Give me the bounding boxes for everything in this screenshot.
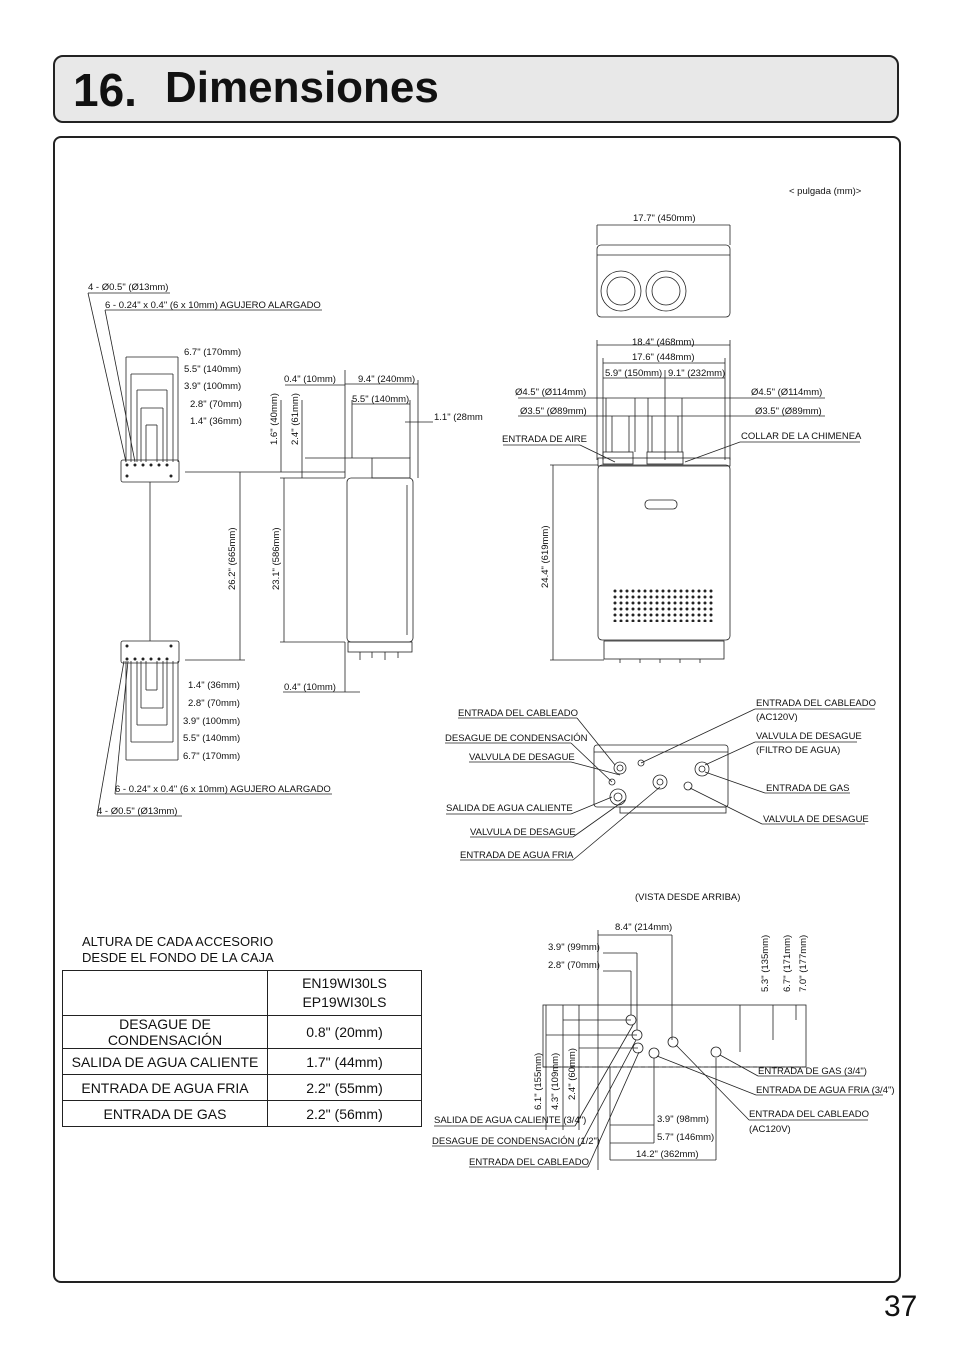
bv-left-2: DESAGUE DE CONDENSACIÓN <box>445 733 588 744</box>
front-top-width: 17.7" (450mm) <box>633 213 696 224</box>
bv-left-1: ENTRADA DEL CABLEADO <box>458 708 578 719</box>
row-value: 0.8" (20mm) <box>267 1015 422 1049</box>
bottom-view <box>445 708 875 861</box>
row-name: SALIDA DE AGUA CALIENTE <box>62 1048 268 1075</box>
side-view <box>87 292 433 817</box>
hole-bottom-label-1: 6 - 0.24" x 0.4" (6 x 10mm) AGUJERO ALAR… <box>115 784 331 795</box>
table-caption-line-1: ALTURA DE CADA ACCESORIO <box>82 934 274 949</box>
bottom-dim-4: 5.5" (140mm) <box>183 733 240 744</box>
hole-top-label-2: 6 - 0.24" x 0.4" (6 x 10mm) AGUJERO ALAR… <box>105 300 321 311</box>
dim-bottom-0-4: 0.4" (10mm) <box>284 682 336 693</box>
bv-left-5: VALVULA DE DESAGUE <box>470 827 576 838</box>
tv-right-4: (AC120V) <box>749 1124 791 1135</box>
dim-6-1: 6.1" (155mm) <box>533 1053 544 1110</box>
dim-17-6: 17.6" (448mm) <box>632 352 695 363</box>
section-header: 16. Dimensiones <box>53 55 899 123</box>
dim-5-5-side: 5.5" (140mm) <box>352 394 409 405</box>
page-number: 37 <box>884 1290 918 1323</box>
dim-d35-right: Ø3.5" (Ø89mm) <box>755 406 822 417</box>
table-row: ENTRADA DE GAS 2.2" (56mm) <box>62 1100 422 1127</box>
bv-left-3: VALVULA DE DESAGUE <box>469 752 575 763</box>
top-dim-2: 5.5" (140mm) <box>184 364 241 375</box>
bottom-dim-2: 2.8" (70mm) <box>188 698 240 709</box>
dim-18-4: 18.4" (468mm) <box>632 337 695 348</box>
bv-right-2: (AC120V) <box>756 712 798 723</box>
dim-3-9-bottom: 3.9" (98mm) <box>657 1114 709 1125</box>
table-row: DESAGUE DE CONDENSACIÓN 0.8" (20mm) <box>62 1015 422 1049</box>
dim-2-4-side: 2.4" (61mm) <box>290 393 301 445</box>
hole-bottom-label-2: 4 - Ø0.5" (Ø13mm) <box>97 806 177 817</box>
dim-2-8-top: 2.8" (70mm) <box>548 960 600 971</box>
section-title: Dimensiones <box>165 63 439 112</box>
front-view <box>503 224 860 663</box>
tv-right-1: ENTRADA DE GAS (3/4") <box>758 1066 867 1077</box>
dim-24-4: 24.4" (619mm) <box>540 525 551 588</box>
row-value: 2.2" (55mm) <box>267 1074 422 1101</box>
row-name: ENTRADA DE AGUA FRIA <box>62 1074 268 1101</box>
dim-d45-right: Ø4.5" (Ø114mm) <box>751 387 822 398</box>
section-number: 16. <box>73 64 137 116</box>
bv-right-5: ENTRADA DE GAS <box>766 783 849 794</box>
dim-d45-left: Ø4.5" (Ø114mm) <box>515 387 586 398</box>
dim-4-3: 4.3" (109mm) <box>550 1053 561 1110</box>
tv-left-1: SALIDA DE AGUA CALIENTE (3/4") <box>434 1115 586 1126</box>
bv-left-4: SALIDA DE AGUA CALIENTE <box>446 803 573 814</box>
bottom-dim-5: 6.7" (170mm) <box>183 751 240 762</box>
top-dim-3: 3.9" (100mm) <box>184 381 241 392</box>
air-inlet-label: ENTRADA DE AIRE <box>502 434 587 445</box>
fitting-height-table: EN19WI30LS EP19WI30LS DESAGUE DE CONDENS… <box>62 970 422 1127</box>
top-dim-1: 6.7" (170mm) <box>184 347 241 358</box>
dim-6-7: 6.7" (171mm) <box>782 935 793 992</box>
tv-left-2: DESAGUE DE CONDENSACIÓN (1/2") <box>432 1136 600 1147</box>
dim-top-0-4: 0.4" (10mm) <box>284 374 336 385</box>
row-value: 2.2" (56mm) <box>267 1100 422 1127</box>
model-cell: EN19WI30LS EP19WI30LS <box>267 970 422 1016</box>
bv-left-6: ENTRADA DE AGUA FRIA <box>460 850 574 861</box>
top-dim-5: 1.4" (36mm) <box>190 416 242 427</box>
dim-8-4: 8.4" (214mm) <box>615 922 672 933</box>
table-caption-line-2: DESDE EL FONDO DE LA CAJA <box>82 950 274 965</box>
bv-right-4: (FILTRO DE AGUA) <box>756 745 840 756</box>
dim-9-4: 9.4" (240mm) <box>358 374 415 385</box>
front-vent-grid <box>613 588 715 622</box>
dim-d35-left: Ø3.5" (Ø89mm) <box>520 406 587 417</box>
row-name: ENTRADA DE GAS <box>62 1100 268 1127</box>
dim-1-1: 1.1" (28mm <box>434 412 483 423</box>
chimney-collar-label: COLLAR DE LA CHIMENEA <box>741 431 862 442</box>
bv-right-3: VALVULA DE DESAGUE <box>756 731 862 742</box>
bottom-dim-3: 3.9" (100mm) <box>183 716 240 727</box>
top-view-caption: (VISTA DESDE ARRIBA) <box>635 892 740 903</box>
diagram-panel <box>53 136 901 1283</box>
tv-right-3: ENTRADA DEL CABLEADO <box>749 1109 869 1120</box>
row-name: DESAGUE DE CONDENSACIÓN <box>62 1015 268 1049</box>
dim-5-9: 5.9" (150mm) <box>605 368 662 379</box>
dim-5-7: 5.7" (146mm) <box>657 1132 714 1143</box>
dim-23-1: 23.1" (586mm) <box>271 527 282 590</box>
bv-right-6: VALVULA DE DESAGUE <box>763 814 869 825</box>
table-header-row: EN19WI30LS EP19WI30LS <box>62 970 422 1016</box>
dim-9-1: 9.1" (232mm) <box>668 368 725 379</box>
tv-left-3: ENTRADA DEL CABLEADO <box>469 1157 589 1168</box>
row-value: 1.7" (44mm) <box>267 1048 422 1075</box>
bottom-dim-1: 1.4" (36mm) <box>188 680 240 691</box>
table-caption: ALTURA DE CADA ACCESORIO DESDE EL FONDO … <box>82 934 274 966</box>
dim-7-0: 7.0" (177mm) <box>798 935 809 992</box>
dim-26-2: 26.2" (665mm) <box>227 527 238 590</box>
top-view <box>432 930 883 1170</box>
dim-5-3: 5.3" (135mm) <box>760 935 771 992</box>
table-row: SALIDA DE AGUA CALIENTE 1.7" (44mm) <box>62 1048 422 1075</box>
top-dim-4: 2.8" (70mm) <box>190 399 242 410</box>
dim-2-4-top: 2.4" (60mm) <box>567 1048 578 1100</box>
model-2: EP19WI30LS <box>302 994 387 1010</box>
table-row: ENTRADA DE AGUA FRIA 2.2" (55mm) <box>62 1074 422 1101</box>
dim-3-9-top: 3.9" (99mm) <box>548 942 600 953</box>
model-1: EN19WI30LS <box>302 975 387 991</box>
bv-right-1: ENTRADA DEL CABLEADO <box>756 698 876 709</box>
dim-14-2: 14.2" (362mm) <box>636 1149 699 1160</box>
hole-top-label-1: 4 - Ø0.5" (Ø13mm) <box>88 282 168 293</box>
dim-1-6: 1.6" (40mm) <box>269 393 280 445</box>
units-note: < pulgada (mm)> <box>789 186 862 197</box>
tv-right-2: ENTRADA DE AGUA FRIA (3/4") <box>756 1085 895 1096</box>
